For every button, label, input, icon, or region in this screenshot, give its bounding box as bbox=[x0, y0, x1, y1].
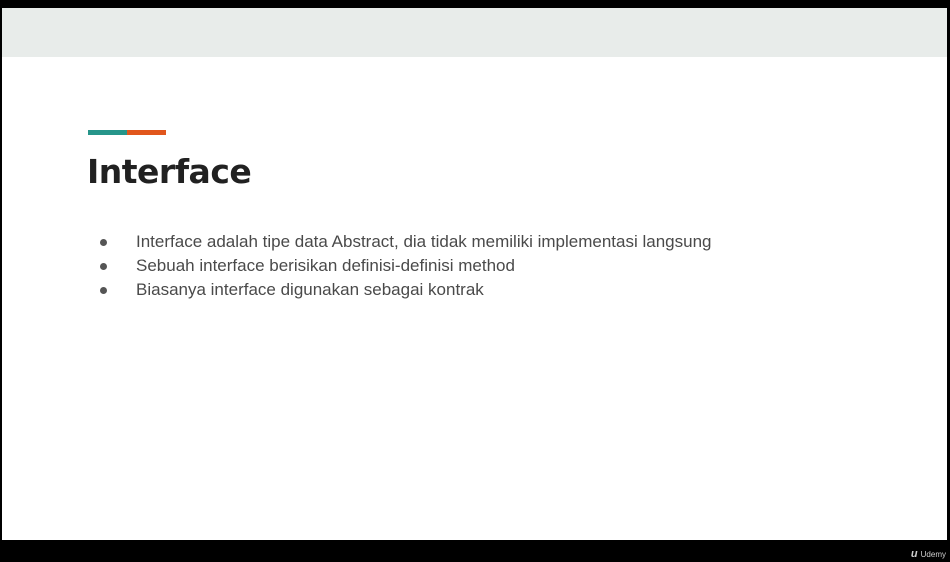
bullet-dot-icon bbox=[100, 286, 107, 294]
bullet-list: Interface adalah tipe data Abstract, dia… bbox=[100, 230, 711, 302]
accent-bar-teal bbox=[88, 130, 127, 135]
title-accent-bar bbox=[88, 130, 166, 135]
bullet-text: Interface adalah tipe data Abstract, dia… bbox=[136, 232, 712, 251]
udemy-logo-icon: u bbox=[910, 548, 918, 560]
bullet-item: Interface adalah tipe data Abstract, dia… bbox=[100, 230, 711, 254]
slide-title: Interface bbox=[87, 152, 252, 191]
bullet-dot-icon bbox=[100, 238, 107, 246]
accent-bar-orange bbox=[127, 130, 166, 135]
bullet-dot-icon bbox=[100, 262, 107, 270]
udemy-watermark: u Udemy bbox=[911, 548, 946, 560]
bullet-item: Biasanya interface digunakan sebagai kon… bbox=[100, 278, 711, 302]
slide-header-band bbox=[2, 8, 947, 57]
bullet-item: Sebuah interface berisikan definisi-defi… bbox=[100, 254, 711, 278]
watermark-brand: Udemy bbox=[920, 549, 946, 559]
bullet-text: Sebuah interface berisikan definisi-defi… bbox=[136, 256, 515, 275]
presentation-slide: Interface Interface adalah tipe data Abs… bbox=[2, 8, 947, 540]
bullet-text: Biasanya interface digunakan sebagai kon… bbox=[136, 280, 484, 299]
